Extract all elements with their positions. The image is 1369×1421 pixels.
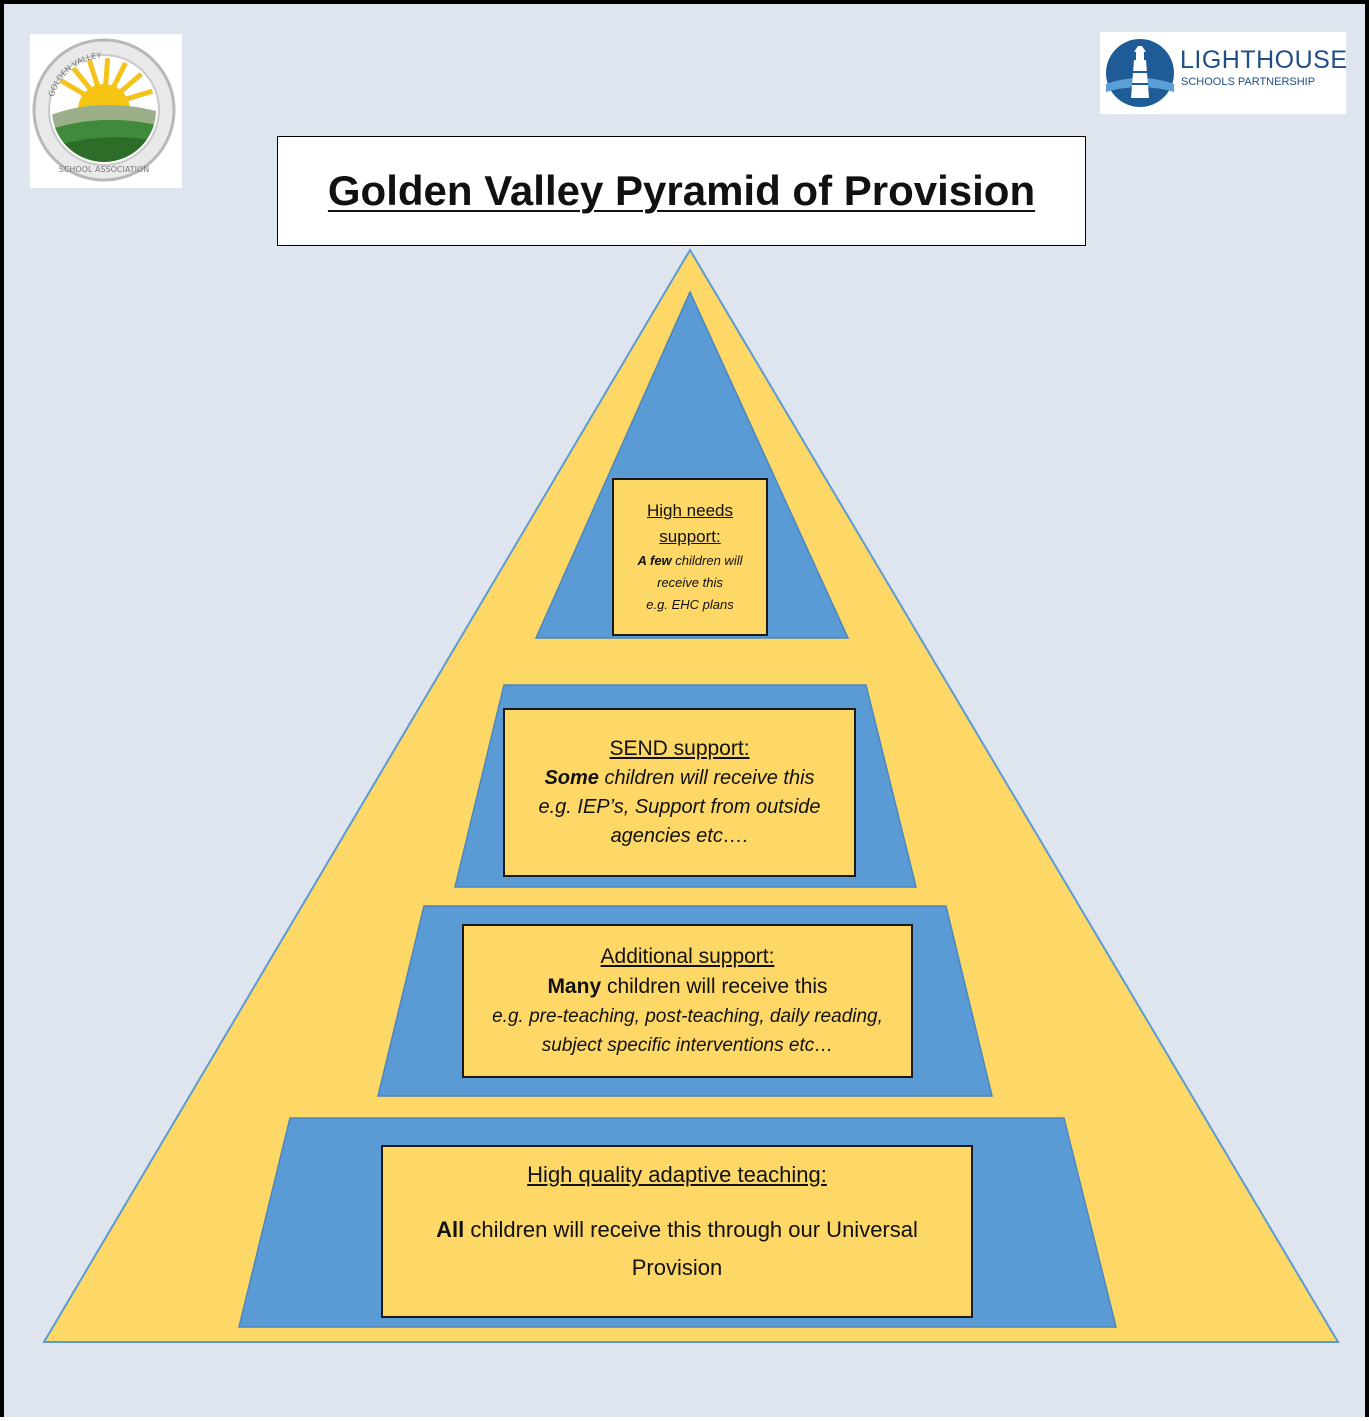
lighthouse-logo: LIGHTHOUSE SCHOOLS PARTNERSHIP xyxy=(1100,32,1348,114)
tier-send-box: SEND support: Some children will receive… xyxy=(503,708,856,877)
lighthouse-icon xyxy=(1106,39,1174,107)
tier-additional-emphasis: Many xyxy=(547,975,602,998)
tier-high-needs-heading: High needs support: xyxy=(646,501,733,546)
lighthouse-logo-title: LIGHTHOUSE xyxy=(1180,46,1348,74)
tier-universal-emphasis: All xyxy=(436,1217,465,1242)
tier-send-heading: SEND support: xyxy=(609,737,750,760)
svg-text:SCHOOL ASSOCIATION: SCHOOL ASSOCIATION xyxy=(59,165,150,174)
tier-additional-text: children will receive this xyxy=(601,975,828,998)
page-title: Golden Valley Pyramid of Provision xyxy=(327,167,1036,214)
tier-high-needs-text: children will receive this xyxy=(657,553,743,590)
tier-universal-text: children will receive this through our U… xyxy=(464,1217,918,1280)
tier-additional-example: e.g. pre-teaching, post-teaching, daily … xyxy=(492,1006,883,1056)
tier-universal-box: High quality adaptive teaching: All chil… xyxy=(381,1145,973,1318)
tier-additional-description: Many children will receive this xyxy=(547,972,827,1002)
golden-valley-logo-icon: GOLDEN VALLEY SCHOOL ASSOCIATION xyxy=(32,38,176,182)
tier-high-needs-description: A few children will receive this xyxy=(618,550,762,594)
tier-send-text: children will receive this xyxy=(598,767,815,789)
tier-high-needs-example: e.g. EHC plans xyxy=(646,597,734,612)
golden-valley-logo: GOLDEN VALLEY SCHOOL ASSOCIATION xyxy=(30,34,182,188)
tier-universal-description: All children will receive this through o… xyxy=(433,1211,921,1287)
lighthouse-logo-subtitle: SCHOOLS PARTNERSHIP xyxy=(1181,76,1316,88)
tier-high-needs-box: High needs support: A few children will … xyxy=(612,478,768,636)
tier-send-example: e.g. IEP’s, Support from outside agencie… xyxy=(538,796,821,847)
tier-additional-heading: Additional support: xyxy=(600,945,775,968)
tier-additional-box: Additional support: Many children will r… xyxy=(462,924,913,1078)
tier-universal-heading: High quality adaptive teaching: xyxy=(527,1162,827,1187)
tier-high-needs-emphasis: A few xyxy=(637,553,672,568)
title-box: Golden Valley Pyramid of Provision xyxy=(277,136,1086,246)
tier-send-emphasis: Some xyxy=(544,767,599,789)
tier-send-description: Some children will receive this xyxy=(544,764,814,793)
